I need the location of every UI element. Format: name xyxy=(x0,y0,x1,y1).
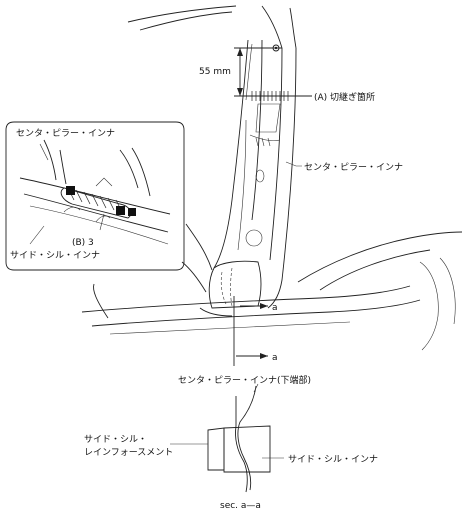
label-center-pillar-inner-lower: センタ・ピラー・インナ(下端部) xyxy=(178,374,311,386)
section-markers xyxy=(233,296,268,366)
body-outline xyxy=(81,5,463,351)
label-section-marker-a-lower: a xyxy=(272,353,278,363)
label-dimension: 55 mm xyxy=(199,67,231,77)
cut-line-a xyxy=(234,91,312,101)
label-side-sill-reinforcement-2: レインフォースメント xyxy=(84,448,173,458)
dimension-55mm xyxy=(234,44,282,96)
label-section-caption: sec. a—a xyxy=(220,501,261,511)
label-cut-location: (A) 切継ぎ箇所 xyxy=(314,91,375,103)
label-center-pillar-inner-detail: センタ・ピラー・インナ xyxy=(16,128,115,139)
label-side-sill-inner-detail: サイド・シル・インナ xyxy=(10,250,100,261)
section-view xyxy=(170,383,284,493)
label-side-sill-inner-section: サイド・シル・インナ xyxy=(288,454,378,465)
leader-pillar-main xyxy=(285,161,302,167)
label-side-sill-reinforcement-1: サイド・シル・ xyxy=(84,434,147,445)
detail-bubble xyxy=(5,121,185,271)
label-callout-b: (B) 3 xyxy=(72,238,94,248)
label-center-pillar-inner: センタ・ピラー・インナ xyxy=(304,162,403,173)
label-section-marker-a-upper: a xyxy=(272,303,278,313)
